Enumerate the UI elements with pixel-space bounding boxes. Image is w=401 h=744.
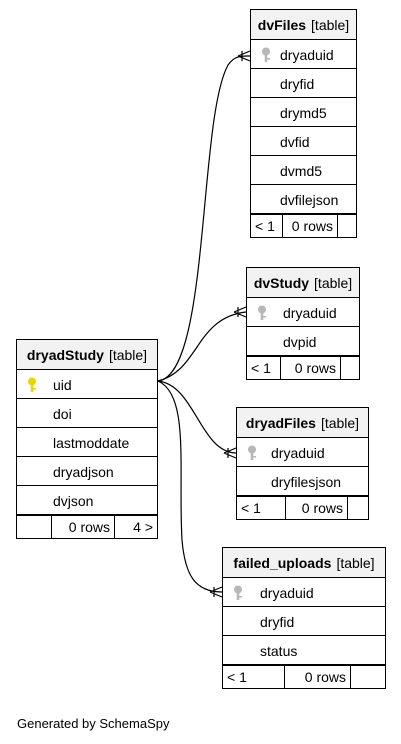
column-name: dryfid (280, 76, 315, 92)
edge-dryadStudy-dvStudy (157, 311, 247, 382)
column-row[interactable]: dvpid (247, 327, 359, 356)
column-row[interactable]: status (223, 636, 385, 665)
table-name: dryadFiles (245, 414, 316, 431)
footer-rows: 0 rows (283, 215, 338, 238)
table-header: dryadFiles [table] (237, 408, 368, 438)
table-kind: [table] (320, 414, 360, 431)
edge-dryadStudy-failed_uploads (157, 380, 223, 593)
column-row[interactable]: dryaduid (223, 578, 385, 607)
column-name: dryfilesjson (271, 474, 342, 490)
table-header: failed_uploads [table] (223, 548, 385, 578)
column-name: dryaduid (280, 47, 334, 63)
footer-rows: 0 rows (281, 357, 341, 380)
table-name: dvStudy (253, 274, 310, 291)
column-name: dryaduid (271, 445, 325, 461)
footer-rows: 0 rows (52, 516, 115, 539)
column-name: dryadjson (53, 464, 114, 480)
edge-dryadStudy-dvFiles (157, 55, 251, 382)
column-name: uid (53, 377, 72, 393)
table-kind: [table] (336, 554, 375, 571)
column-row[interactable]: uid (17, 370, 157, 399)
table-footer: < 1 0 rows (247, 356, 359, 380)
table-header: dvStudy [table] (247, 268, 359, 298)
table-header: dvFiles [table] (251, 10, 356, 40)
column-row[interactable]: dryadjson (17, 457, 157, 486)
table-dryadFiles[interactable]: dryadFiles [table] dryaduid dryfilesjson… (236, 407, 369, 520)
column-name: dvjson (53, 493, 94, 509)
column-name: status (260, 643, 298, 659)
crowfoot-dvFiles (237, 50, 251, 62)
table-footer: < 1 0 rows (223, 665, 385, 689)
key-icon (234, 585, 242, 600)
column-row[interactable]: drymd5 (251, 98, 356, 127)
table-kind: [table] (108, 346, 148, 363)
table-dvFiles[interactable]: dvFiles [table] dryaduid dryfid drymd5 d… (250, 9, 357, 238)
footer-parents[interactable]: < 1 (247, 357, 281, 380)
generated-by-credit: Generated by SchemaSpy (17, 716, 170, 731)
column-row[interactable]: dryaduid (251, 40, 356, 69)
table-header: dryadStudy [table] (17, 340, 157, 370)
crowfoot-dvStudy (233, 306, 247, 318)
column-name: drymd5 (280, 105, 327, 121)
column-name: dvpid (283, 334, 317, 350)
table-footer: < 1 0 rows (237, 496, 368, 520)
column-row[interactable]: dvjson (17, 486, 157, 515)
footer-rows: 0 rows (285, 666, 351, 689)
column-name: dryaduid (260, 585, 314, 601)
column-row[interactable]: dryaduid (247, 298, 359, 327)
column-row[interactable]: dvfilejson (251, 185, 356, 214)
footer-children[interactable] (348, 497, 368, 520)
column-row[interactable]: dryaduid (237, 438, 368, 467)
table-name: dryadStudy (26, 346, 104, 363)
footer-children[interactable] (351, 666, 385, 689)
footer-parents[interactable] (17, 516, 52, 539)
crowfoot-failed_uploads (209, 586, 223, 598)
table-dvStudy[interactable]: dvStudy [table] dryaduid dvpid < 1 0 row… (246, 267, 360, 380)
key-icon (262, 47, 270, 62)
column-name: lastmoddate (53, 435, 130, 451)
crowfoot-dryadFiles (223, 447, 237, 459)
column-name: dvfid (280, 134, 310, 150)
column-name: dvmd5 (280, 163, 323, 179)
footer-children[interactable]: 4 > (133, 519, 153, 535)
table-kind: [table] (311, 16, 350, 33)
column-row[interactable]: lastmoddate (17, 428, 157, 457)
footer-rows: 0 rows (286, 497, 348, 520)
footer-parents[interactable]: < 1 (251, 215, 283, 238)
column-name: dvfilejson (280, 192, 339, 208)
column-row[interactable]: dvmd5 (251, 156, 356, 185)
table-failed_uploads[interactable]: failed_uploads [table] dryaduid dryfid s… (222, 547, 386, 689)
footer-parents[interactable]: < 1 (237, 497, 286, 520)
key-icon (28, 377, 36, 392)
key-icon (258, 305, 266, 320)
table-footer: < 1 0 rows (251, 214, 356, 238)
column-name: dryfid (260, 614, 295, 630)
column-row[interactable]: dryfid (251, 69, 356, 98)
column-name: doi (53, 406, 72, 422)
table-footer: 0 rows 4 > (17, 515, 157, 539)
key-icon (248, 445, 256, 460)
table-dryadStudy[interactable]: dryadStudy [table] uid doi lastmoddate d… (16, 339, 158, 539)
table-name: failed_uploads (233, 554, 332, 571)
footer-parents[interactable]: < 1 (223, 666, 285, 689)
column-row[interactable]: dvfid (251, 127, 356, 156)
column-row[interactable]: dryfid (223, 607, 385, 636)
edge-dryadStudy-dryadFiles (157, 380, 237, 454)
table-name: dvFiles (257, 16, 307, 33)
column-name: dryaduid (283, 305, 337, 321)
footer-children[interactable] (338, 215, 356, 238)
column-row[interactable]: dryfilesjson (237, 467, 368, 496)
column-row[interactable]: doi (17, 399, 157, 428)
table-kind: [table] (314, 274, 353, 291)
footer-children[interactable] (341, 357, 359, 380)
